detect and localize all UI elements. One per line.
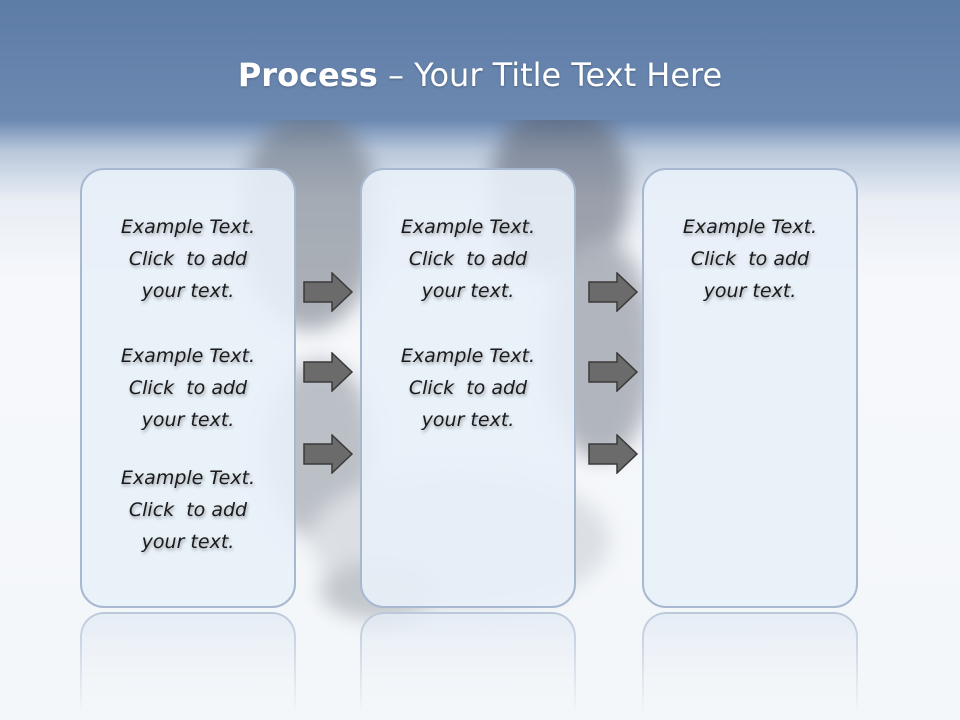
text-block[interactable]: Example Text. Click to add your text. xyxy=(80,462,296,558)
box-reflection-2 xyxy=(360,612,576,720)
text-line: Click to add xyxy=(408,248,528,270)
text-block[interactable]: Example Text. Click to add your text. xyxy=(360,211,576,307)
slide-title: Process – Your Title Text Here xyxy=(0,52,960,98)
process-box-3[interactable] xyxy=(642,168,858,608)
text-line: your text. xyxy=(141,531,235,553)
text-line: Click to add xyxy=(128,248,248,270)
text-line: Example Text. xyxy=(120,216,256,238)
text-block[interactable]: Example Text. Click to add your text. xyxy=(360,340,576,436)
right-arrow-icon xyxy=(303,352,354,392)
text-line: Click to add xyxy=(128,499,248,521)
text-block[interactable]: Example Text. Click to add your text. xyxy=(642,211,858,307)
text-line: Click to add xyxy=(128,377,248,399)
text-line: Example Text. xyxy=(120,467,256,489)
process-box-1[interactable] xyxy=(80,168,296,608)
title-rest: – Your Title Text Here xyxy=(377,56,723,94)
text-block[interactable]: Example Text. Click to add your text. xyxy=(80,211,296,307)
text-line: Click to add xyxy=(690,248,810,270)
text-line: your text. xyxy=(421,409,515,431)
text-line: Example Text. xyxy=(400,345,536,367)
text-line: your text. xyxy=(141,280,235,302)
text-block[interactable]: Example Text. Click to add your text. xyxy=(80,340,296,436)
process-box-2[interactable] xyxy=(360,168,576,608)
text-line: your text. xyxy=(703,280,797,302)
right-arrow-icon xyxy=(303,272,354,312)
text-line: Example Text. xyxy=(120,345,256,367)
right-arrow-icon xyxy=(588,434,639,474)
text-line: your text. xyxy=(141,409,235,431)
right-arrow-icon xyxy=(588,272,639,312)
right-arrow-icon xyxy=(588,352,639,392)
text-line: Example Text. xyxy=(400,216,536,238)
title-bold: Process xyxy=(237,56,378,94)
text-line: your text. xyxy=(421,280,515,302)
text-line: Example Text. xyxy=(682,216,818,238)
box-reflection-3 xyxy=(642,612,858,720)
right-arrow-icon xyxy=(303,434,354,474)
text-line: Click to add xyxy=(408,377,528,399)
box-reflection-1 xyxy=(80,612,296,720)
